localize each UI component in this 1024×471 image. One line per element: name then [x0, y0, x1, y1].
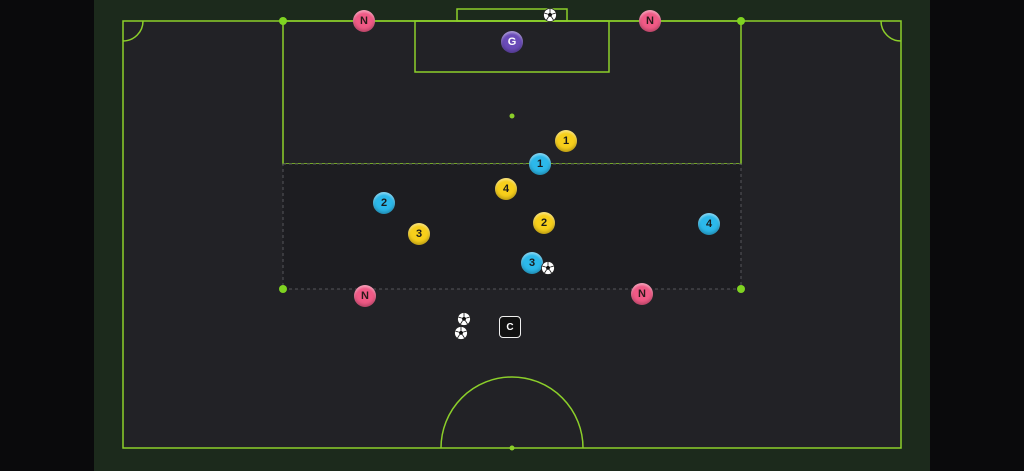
yellow-player-token[interactable]: 3 [408, 223, 430, 245]
center-circle [440, 376, 584, 449]
corner-arc-left [122, 20, 144, 42]
corner-arc-right [880, 20, 902, 42]
yellow-player-token[interactable]: 2 [533, 212, 555, 234]
neutral-player-token[interactable]: N [353, 10, 375, 32]
goalkeeper-token[interactable]: G [501, 31, 523, 53]
soccer-ball-icon[interactable] [543, 8, 557, 22]
yellow-player-token[interactable]: 4 [495, 178, 517, 200]
goal [456, 8, 568, 22]
neutral-player-token[interactable]: N [354, 285, 376, 307]
yellow-player-token[interactable]: 1 [555, 130, 577, 152]
soccer-ball-icon[interactable] [454, 326, 468, 340]
coach-token[interactable]: C [499, 316, 521, 338]
center-spot [509, 445, 515, 451]
penalty-spot [509, 113, 515, 119]
zone-marker-dot[interactable] [279, 285, 287, 293]
zone-marker-dot[interactable] [279, 17, 287, 25]
neutral-player-token[interactable]: N [631, 283, 653, 305]
neutral-player-token[interactable]: N [639, 10, 661, 32]
zone-marker-dot[interactable] [737, 285, 745, 293]
blue-player-token[interactable]: 4 [698, 213, 720, 235]
right-margin [930, 0, 1024, 471]
soccer-ball-icon[interactable] [457, 312, 471, 326]
blue-player-token[interactable]: 2 [373, 192, 395, 214]
blue-player-token[interactable]: 1 [529, 153, 551, 175]
left-margin [0, 0, 94, 471]
blue-player-token[interactable]: 3 [521, 252, 543, 274]
soccer-ball-icon[interactable] [541, 261, 555, 275]
zone-marker-dot[interactable] [737, 17, 745, 25]
